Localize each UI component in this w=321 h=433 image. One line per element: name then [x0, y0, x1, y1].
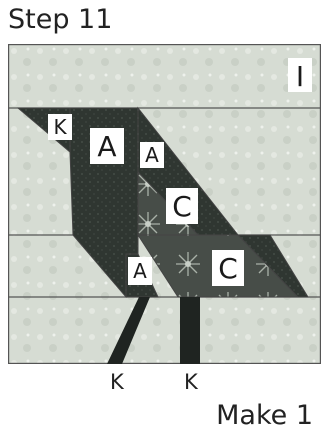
svg-text:A: A	[133, 259, 147, 283]
quilt-block: I K A A C A C	[8, 44, 321, 364]
svg-text:K: K	[53, 115, 67, 139]
label-a-upper: A	[140, 142, 164, 168]
svg-text:C: C	[172, 190, 192, 223]
label-k-top: K	[48, 114, 72, 140]
label-c-lower: C	[212, 250, 244, 286]
svg-text:I: I	[296, 60, 304, 93]
label-k-leg-left: K	[110, 372, 124, 393]
label-k-leg-right: K	[184, 372, 198, 393]
label-a-body: A	[90, 128, 124, 164]
svg-text:A: A	[145, 143, 159, 167]
label-a-lower: A	[128, 257, 152, 285]
svg-text:A: A	[97, 130, 116, 163]
leg-right	[180, 297, 200, 364]
label-i: I	[288, 58, 312, 93]
step-title: Step 11	[8, 6, 112, 33]
make-count-label: Make 1	[216, 402, 313, 429]
svg-text:C: C	[218, 252, 238, 285]
label-c-upper: C	[166, 188, 198, 224]
